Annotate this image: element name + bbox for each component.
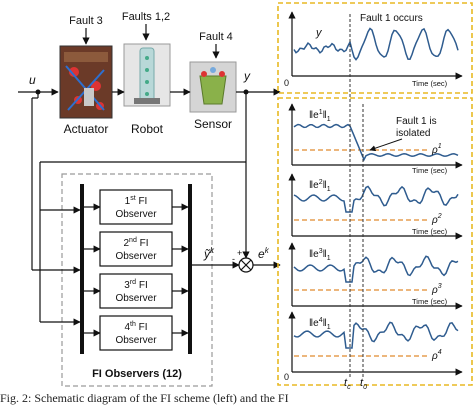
residual-plots-panel xyxy=(277,97,473,386)
fi-observer-2: 2nd FI Observer xyxy=(84,231,189,267)
robot-image xyxy=(123,43,171,107)
observer-fi: FI xyxy=(136,196,148,207)
isolated-note-line2: isolated xyxy=(396,128,430,139)
observer-ordinal: nd xyxy=(129,237,137,244)
observer-word: Observer xyxy=(115,251,157,262)
observer-ordinal: rd xyxy=(130,279,136,286)
threshold-label: ρ1 xyxy=(431,143,442,156)
residual-plot-4: ‖e4‖1 ρ4 xyxy=(288,311,463,376)
observer-title: 2nd FI xyxy=(123,237,148,249)
fault3-label: Fault 3 xyxy=(69,15,103,27)
sensor-label: Sensor xyxy=(194,117,232,131)
u-label: u xyxy=(29,73,36,87)
tc-label: tc xyxy=(344,377,351,391)
actuator-image xyxy=(59,45,113,119)
summing-junction xyxy=(238,257,254,273)
y-label: y xyxy=(243,69,251,83)
observer-box xyxy=(99,231,173,267)
residual-xlabel: Time (sec) xyxy=(412,166,448,175)
observer-blocks: 1st FI Observer 2nd FI Observer 3rd FI Observ… xyxy=(84,189,189,351)
residual-xlabel: Time (sec) xyxy=(412,297,448,306)
fi-observer-4: 4th FI Observer xyxy=(84,315,189,351)
observer-box xyxy=(99,315,173,351)
observer-word: Observer xyxy=(115,209,157,220)
residual-norm-label: ‖e2‖1 xyxy=(309,179,331,193)
y-curve-label: y xyxy=(315,27,323,39)
threshold-label: ρ3 xyxy=(431,283,442,296)
observer-input-bus xyxy=(80,184,84,354)
residual-curve xyxy=(293,255,459,283)
residual-norm-label: ‖e1‖1 xyxy=(309,109,331,123)
isolated-note-line1: Fault 1 is xyxy=(396,116,437,127)
fi-observer-1: 1st FI Observer xyxy=(84,189,189,225)
residual-xlabel: Time (sec) xyxy=(412,227,448,236)
threshold-label: ρ2 xyxy=(431,213,442,226)
observer-fi: FI xyxy=(136,322,148,333)
residual-origin: 0 xyxy=(284,372,289,382)
robot-label: Robot xyxy=(131,122,164,136)
observer-title: 3rd FI xyxy=(124,279,147,291)
isolated-arrow xyxy=(369,138,403,152)
observer-number: 3 xyxy=(124,280,130,291)
threshold-label: ρ4 xyxy=(431,349,442,362)
top-plot-panel xyxy=(277,2,473,94)
residual-norm-label: ‖e4‖1 xyxy=(309,317,331,331)
sensor-image xyxy=(189,61,237,113)
observer-word: Observer xyxy=(115,335,157,346)
figure-caption: Fig. 2: Schematic diagram of the FI sche… xyxy=(0,391,289,405)
yk-label: ỹk xyxy=(203,246,215,261)
fi-observers-group xyxy=(61,173,213,387)
actuator-label: Actuator xyxy=(64,122,109,136)
observer-fi: FI xyxy=(136,280,148,291)
fi-observer-3: 3rd FI Observer xyxy=(84,273,189,309)
fault1-occurs-label: Fault 1 occurs xyxy=(360,13,423,24)
sum-plus-sign: + xyxy=(237,248,242,258)
observer-fi: FI xyxy=(137,238,149,249)
top-xlabel: Time (sec) xyxy=(412,79,448,88)
sum-minus-sign: - xyxy=(232,254,235,264)
residual-curve xyxy=(293,185,459,213)
residual-curve xyxy=(293,123,459,162)
observer-ordinal: st xyxy=(130,195,136,202)
ek-label: ek xyxy=(258,246,270,261)
observer-output-bus xyxy=(188,184,192,354)
observer-number: 4 xyxy=(124,322,130,333)
faults12-label: Faults 1,2 xyxy=(122,11,170,23)
residual-curve xyxy=(293,321,459,349)
observer-word: Observer xyxy=(115,293,157,304)
observer-title: 1st FI xyxy=(125,195,148,207)
observer-ordinal: th xyxy=(130,321,136,328)
observer-number: 2 xyxy=(123,238,129,249)
residual-norm-label: ‖e3‖1 xyxy=(309,248,331,262)
top-origin: 0 xyxy=(284,78,289,88)
y-signal-curve xyxy=(293,27,459,61)
t0-label: t0 xyxy=(360,377,367,391)
observer-number: 1 xyxy=(125,196,131,207)
event-markers: tc t0 0 xyxy=(284,14,367,391)
fi-observers-group-label: FI Observers (12) xyxy=(92,368,182,380)
observer-title: 4th FI xyxy=(124,321,147,333)
fault4-label: Fault 4 xyxy=(199,31,233,43)
